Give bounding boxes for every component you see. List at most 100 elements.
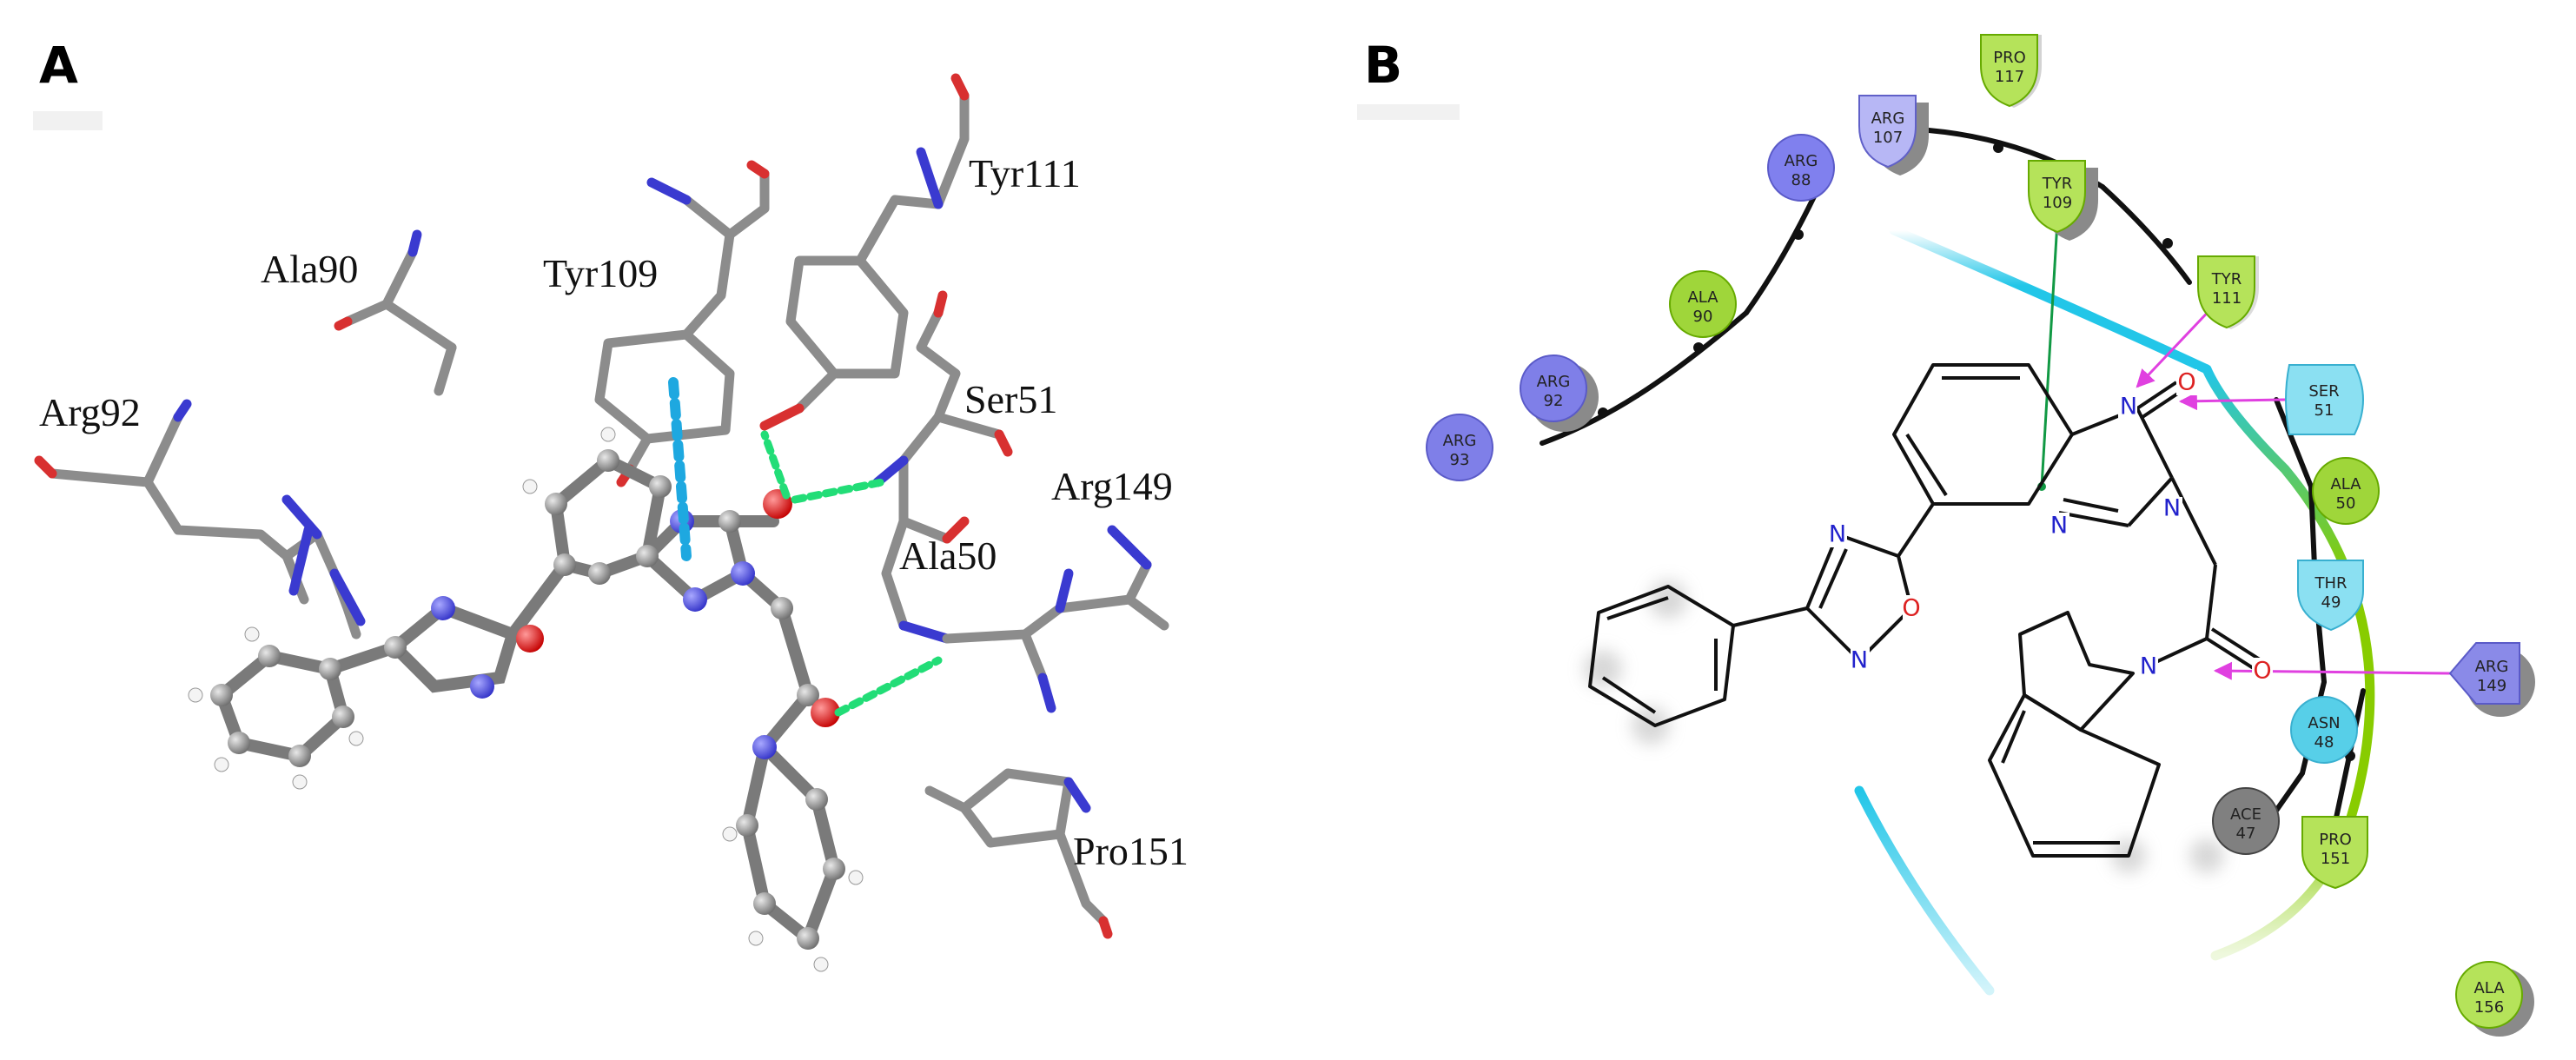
atom-n-bridge: N [2120, 394, 2137, 421]
svg-text:109: 109 [2043, 194, 2072, 212]
svg-text:TYR: TYR [2042, 175, 2073, 193]
svg-text:88: 88 [1791, 171, 1811, 189]
residue-arg107: ARG 107 [1858, 95, 1929, 176]
panel-b-svg: B [1357, 34, 2535, 1037]
pi-pi-stacking [668, 377, 692, 561]
residue-arg88: ARG 88 [1767, 134, 1835, 202]
ligand-ball-and-stick [188, 427, 864, 972]
svg-text:TYR: TYR [2211, 270, 2242, 288]
svg-text:ARG: ARG [1443, 432, 1477, 450]
label-ser51: Ser51 [964, 377, 1057, 421]
atom-o-amide: O [2253, 658, 2271, 685]
hbond-arg149 [834, 656, 943, 717]
svg-text:117: 117 [1995, 68, 2024, 86]
ligand-atom-labels: N N N N N O O O N [1828, 369, 2273, 685]
protein-sticks [34, 73, 1169, 939]
hbond-arrow-tyr111 [2136, 302, 2217, 388]
residue-ser51: SER 51 [2285, 364, 2364, 435]
svg-text:SER: SER [2308, 382, 2339, 401]
label-arg92: Arg92 [39, 390, 141, 434]
svg-text:ALA: ALA [2330, 475, 2361, 494]
hbond-arrow-ser51 [2178, 392, 2286, 411]
arg92-oxygen [34, 455, 57, 479]
panel-a-svg: A [33, 36, 1189, 972]
residue-tyr111: TYR 111 [2197, 255, 2259, 329]
ligand-hydrogens [188, 427, 864, 972]
svg-text:ACE: ACE [2230, 805, 2261, 824]
ligand-carbons [210, 449, 845, 950]
svg-text:PRO: PRO [2319, 831, 2352, 849]
residue-ala156: ALA 156 [2455, 961, 2534, 1037]
residue-tyr109: TYR 109 [2028, 160, 2098, 241]
label-arg149: Arg149 [1051, 464, 1173, 508]
label-underline [33, 111, 103, 130]
svg-text:151: 151 [2321, 850, 2350, 868]
atom-o-oxadiazole: O [1902, 595, 1920, 622]
svg-text:49: 49 [2321, 593, 2341, 612]
svg-text:ALA: ALA [2473, 979, 2505, 997]
svg-text:107: 107 [1873, 129, 1903, 147]
label-underline-b [1357, 104, 1460, 120]
panel-label-b: B [1364, 36, 1402, 95]
arg149-nitrogen [1037, 525, 1152, 713]
ligand-nitrogens [431, 509, 777, 759]
residue-ace47: ACE 47 [2212, 787, 2280, 855]
svg-text:47: 47 [2236, 825, 2256, 843]
svg-text:48: 48 [2314, 733, 2334, 752]
label-tyr109: Tyr109 [543, 251, 658, 295]
svg-text:ARG: ARG [1785, 152, 1818, 170]
residue-ala90: ALA 90 [1669, 270, 1737, 338]
residue-arg149: ARG 149 [2448, 642, 2535, 717]
svg-text:ARG: ARG [2475, 658, 2509, 676]
ser51-ala50-sticks [881, 308, 1004, 631]
svg-text:149: 149 [2477, 677, 2506, 695]
pi-stack-line [2040, 221, 2059, 487]
atom-n-indoline: N [2140, 653, 2157, 680]
residue-ala50: ALA 50 [2312, 457, 2380, 525]
svg-text:ARG: ARG [1871, 109, 1905, 128]
residue-arg93: ARG 93 [1426, 414, 1493, 481]
atom-n-oxadiazole: N [1829, 521, 1846, 548]
panel-b-2d-interaction-diagram: B [1303, 0, 2576, 1060]
ligand-2d-structure [1584, 363, 2261, 873]
atom-o-carbonyl: O [2177, 369, 2195, 396]
atom-n-triazole-2: N [2050, 513, 2068, 540]
residue-arg92: ARG 92 [1520, 354, 1599, 432]
residue-thr49: THR 49 [2297, 560, 2364, 632]
residue-labels: Tyr111 Ala90 Tyr109 Arg92 Ser51 Arg149 A… [39, 151, 1189, 873]
ala90-sticks [342, 247, 457, 396]
hbond-tyr111 [760, 430, 791, 500]
svg-text:93: 93 [1450, 451, 1470, 469]
atom-n-oxadiazole-2: N [1851, 647, 1868, 674]
label-ala90: Ala90 [261, 247, 358, 291]
exposure-halos [1584, 580, 2224, 873]
svg-text:PRO: PRO [1993, 49, 2026, 67]
label-tyr111: Tyr111 [969, 151, 1081, 195]
svg-text:ARG: ARG [1537, 373, 1571, 391]
svg-text:90: 90 [1693, 308, 1713, 326]
hbond-arrow-arg149 [2213, 661, 2451, 680]
svg-text:50: 50 [2336, 494, 2356, 513]
panel-a-3d-view: A [33, 36, 1189, 972]
chain-dots [1598, 142, 2355, 761]
binding-pocket-outline [1854, 225, 2375, 996]
atom-n-triazole: N [2163, 495, 2181, 522]
residue-asn48: ASN 48 [2290, 696, 2358, 764]
svg-text:51: 51 [2314, 401, 2334, 420]
arg149-sticks [942, 560, 1169, 683]
label-ala50: Ala50 [899, 533, 997, 578]
arg92-nitrogen [173, 399, 366, 626]
svg-text:ASN: ASN [2308, 714, 2340, 732]
svg-text:92: 92 [1544, 392, 1564, 410]
residue-pro151: PRO 151 [2301, 816, 2368, 890]
tyr109-sticks [594, 169, 770, 474]
residue-markers: PRO 117 ARG 107 ARG 88 TYR 109 TYR 11 [1426, 34, 2535, 1037]
svg-text:THR: THR [2314, 574, 2347, 593]
residue-chains [1540, 128, 2366, 837]
hbond-ser51 [791, 478, 886, 504]
interactions [668, 377, 943, 717]
svg-text:156: 156 [2474, 998, 2504, 1017]
pro151-sticks [924, 768, 1109, 926]
svg-text:111: 111 [2212, 289, 2242, 308]
svg-text:ALA: ALA [1687, 288, 1718, 307]
